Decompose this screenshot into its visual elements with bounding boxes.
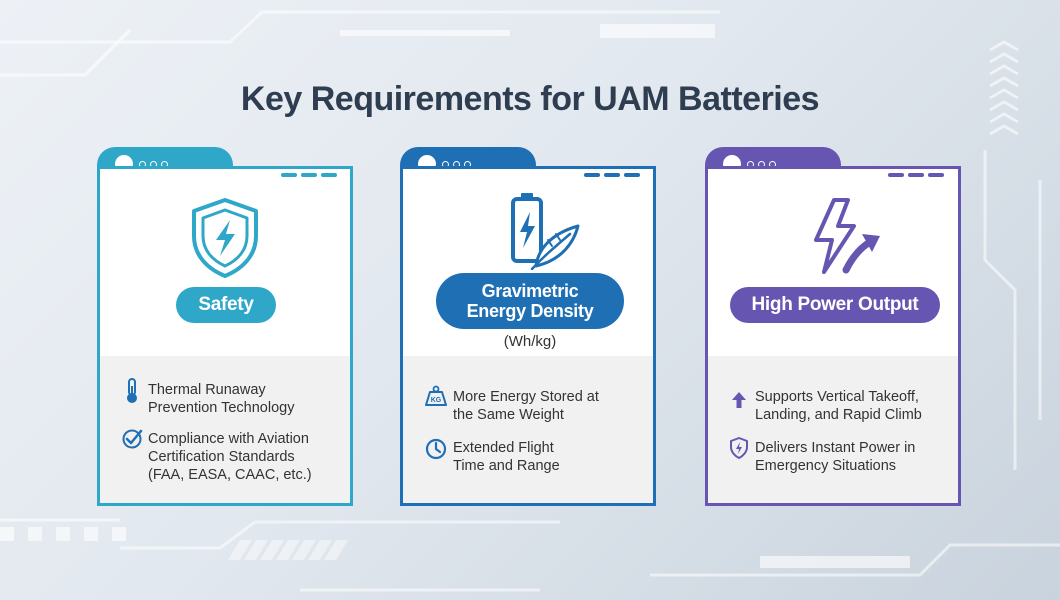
kg-weight-icon: KG (425, 385, 447, 406)
list-item: Supports Vertical Takeoff, Landing, and … (755, 389, 922, 423)
shield-bolt-small-icon (730, 437, 748, 459)
label-safety: Safety (176, 287, 276, 323)
card-dashes (584, 173, 644, 177)
card-power (705, 166, 961, 506)
list-item: Delivers Instant Power in Emergency Situ… (755, 440, 916, 474)
unit-label: (Wh/kg) (503, 333, 557, 350)
list-item: More Energy Stored at the Same Weight (453, 389, 599, 423)
card-details-panel (100, 356, 350, 503)
check-circle-icon (122, 429, 143, 449)
label-energy-density: Gravimetric Energy Density (436, 273, 624, 329)
list-item: Extended Flight Time and Range (453, 440, 560, 474)
card-safety (97, 166, 353, 506)
svg-text:KG: KG (431, 397, 442, 404)
battery-feather-icon (511, 193, 580, 270)
card-dashes (281, 173, 341, 177)
thermometer-icon (127, 378, 137, 403)
list-item: Thermal Runaway Prevention Technology (148, 382, 295, 416)
list-item: Compliance with Aviation Certification S… (148, 431, 312, 483)
card-details-panel (403, 356, 653, 503)
clock-icon (425, 438, 447, 460)
card-details-panel (708, 356, 958, 503)
label-high-power: High Power Output (730, 287, 940, 323)
page-title: Key Requirements for UAM Batteries (240, 80, 820, 118)
lightning-arrow-icon (814, 198, 880, 274)
card-energy (400, 166, 656, 506)
shield-bolt-icon (192, 198, 258, 278)
up-arrow-icon (732, 392, 746, 408)
card-dashes (888, 173, 948, 177)
